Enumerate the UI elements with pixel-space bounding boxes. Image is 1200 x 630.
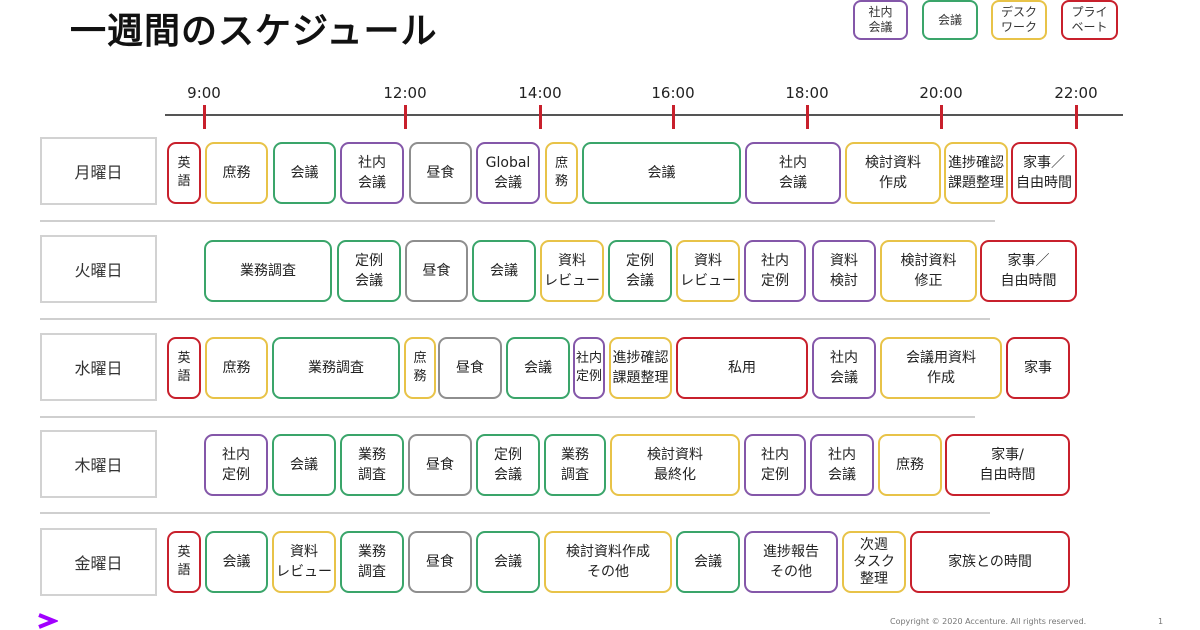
schedule-block: 業務調査 (204, 240, 332, 302)
timeline-label: 12:00 (383, 84, 427, 102)
day-label: 月曜日 (40, 137, 157, 205)
schedule-block: 英 語 (167, 531, 201, 593)
schedule-block: 会議 (272, 434, 336, 496)
schedule-block: 会議 (273, 142, 336, 204)
day-label: 木曜日 (40, 430, 157, 498)
legend-item: 会議 (922, 0, 978, 40)
schedule-block: 資料 レビュー (676, 240, 740, 302)
timeline-label: 9:00 (187, 84, 221, 102)
day-label: 金曜日 (40, 528, 157, 596)
schedule-block: 家事／ 自由時間 (980, 240, 1077, 302)
schedule-block: 業務 調査 (544, 434, 606, 496)
timeline-tick (539, 105, 542, 129)
row-divider (40, 416, 975, 418)
schedule-block: 昼食 (405, 240, 468, 302)
schedule-block: 社内 定例 (744, 240, 806, 302)
schedule-block: 社内 会議 (812, 337, 876, 399)
timeline-tick (1075, 105, 1078, 129)
schedule-block: 業務 調査 (340, 434, 404, 496)
schedule-block: 会議用資料 作成 (880, 337, 1002, 399)
schedule-block: 会議 (506, 337, 570, 399)
schedule-block: 検討資料 修正 (880, 240, 977, 302)
legend-item: プライ ベート (1061, 0, 1118, 40)
schedule-block: 英 語 (167, 142, 201, 204)
schedule-block: 資料 検討 (812, 240, 876, 302)
schedule-block: 社内 定例 (573, 337, 605, 399)
schedule-block: 家事/ 自由時間 (945, 434, 1070, 496)
schedule-block: 家事 (1006, 337, 1070, 399)
schedule-block: 定例 会議 (608, 240, 672, 302)
schedule-block: 社内 定例 (744, 434, 806, 496)
timeline-tick (404, 105, 407, 129)
schedule-block: 昼食 (409, 142, 472, 204)
timeline-label: 18:00 (785, 84, 829, 102)
copyright-footer: Copyright © 2020 Accenture. All rights r… (890, 617, 1087, 626)
timeline-tick (203, 105, 206, 129)
timeline-tick (672, 105, 675, 129)
schedule-block: 会議 (205, 531, 268, 593)
schedule-block: 家事／ 自由時間 (1011, 142, 1077, 204)
schedule-block: 社内 定例 (204, 434, 268, 496)
schedule-block: 検討資料作成 その他 (544, 531, 672, 593)
timeline-label: 16:00 (651, 84, 695, 102)
row-divider (40, 220, 995, 222)
schedule-block: 社内 会議 (745, 142, 841, 204)
row-divider (40, 318, 990, 320)
schedule-block: 会議 (582, 142, 741, 204)
schedule-block: 昼食 (408, 531, 472, 593)
schedule-block: 家族との時間 (910, 531, 1070, 593)
schedule-block: 昼食 (408, 434, 472, 496)
schedule-block: 英 語 (167, 337, 201, 399)
schedule-block: 庶 務 (545, 142, 578, 204)
legend-item: 社内 会議 (853, 0, 908, 40)
accenture-logo-icon (38, 613, 58, 629)
row-divider (40, 512, 990, 514)
day-label: 火曜日 (40, 235, 157, 303)
timeline-label: 14:00 (518, 84, 562, 102)
schedule-block: 昼食 (438, 337, 502, 399)
schedule-block: 検討資料 最終化 (610, 434, 740, 496)
schedule-block: 業務調査 (272, 337, 400, 399)
timeline-axis (165, 114, 1123, 116)
schedule-block: 進捗報告 その他 (744, 531, 838, 593)
timeline-label: 22:00 (1054, 84, 1098, 102)
schedule-block: Global 会議 (476, 142, 540, 204)
schedule-block: 次週 タスク 整理 (842, 531, 906, 593)
schedule-block: 進捗確認 課題整理 (944, 142, 1008, 204)
timeline-label: 20:00 (919, 84, 963, 102)
day-label: 水曜日 (40, 333, 157, 401)
schedule-block: 会議 (476, 531, 540, 593)
legend-item: デスク ワーク (991, 0, 1047, 40)
schedule-block: 私用 (676, 337, 808, 399)
schedule-block: 資料 レビュー (272, 531, 336, 593)
schedule-block: 庶務 (878, 434, 942, 496)
schedule-block: 庶務 (205, 142, 268, 204)
schedule-block: 社内 会議 (340, 142, 404, 204)
schedule-block: 庶務 (205, 337, 268, 399)
schedule-block: 定例 会議 (476, 434, 540, 496)
schedule-block: 庶 務 (404, 337, 436, 399)
timeline-tick (940, 105, 943, 129)
page-number: 1 (1158, 617, 1164, 626)
schedule-block: 検討資料 作成 (845, 142, 941, 204)
page-title: 一週間のスケジュール (70, 11, 438, 52)
schedule-block: 資料 レビュー (540, 240, 604, 302)
schedule-block: 進捗確認 課題整理 (609, 337, 672, 399)
schedule-block: 業務 調査 (340, 531, 404, 593)
timeline-tick (806, 105, 809, 129)
schedule-block: 会議 (676, 531, 740, 593)
schedule-block: 社内 会議 (810, 434, 874, 496)
schedule-block: 定例 会議 (337, 240, 401, 302)
schedule-block: 会議 (472, 240, 536, 302)
